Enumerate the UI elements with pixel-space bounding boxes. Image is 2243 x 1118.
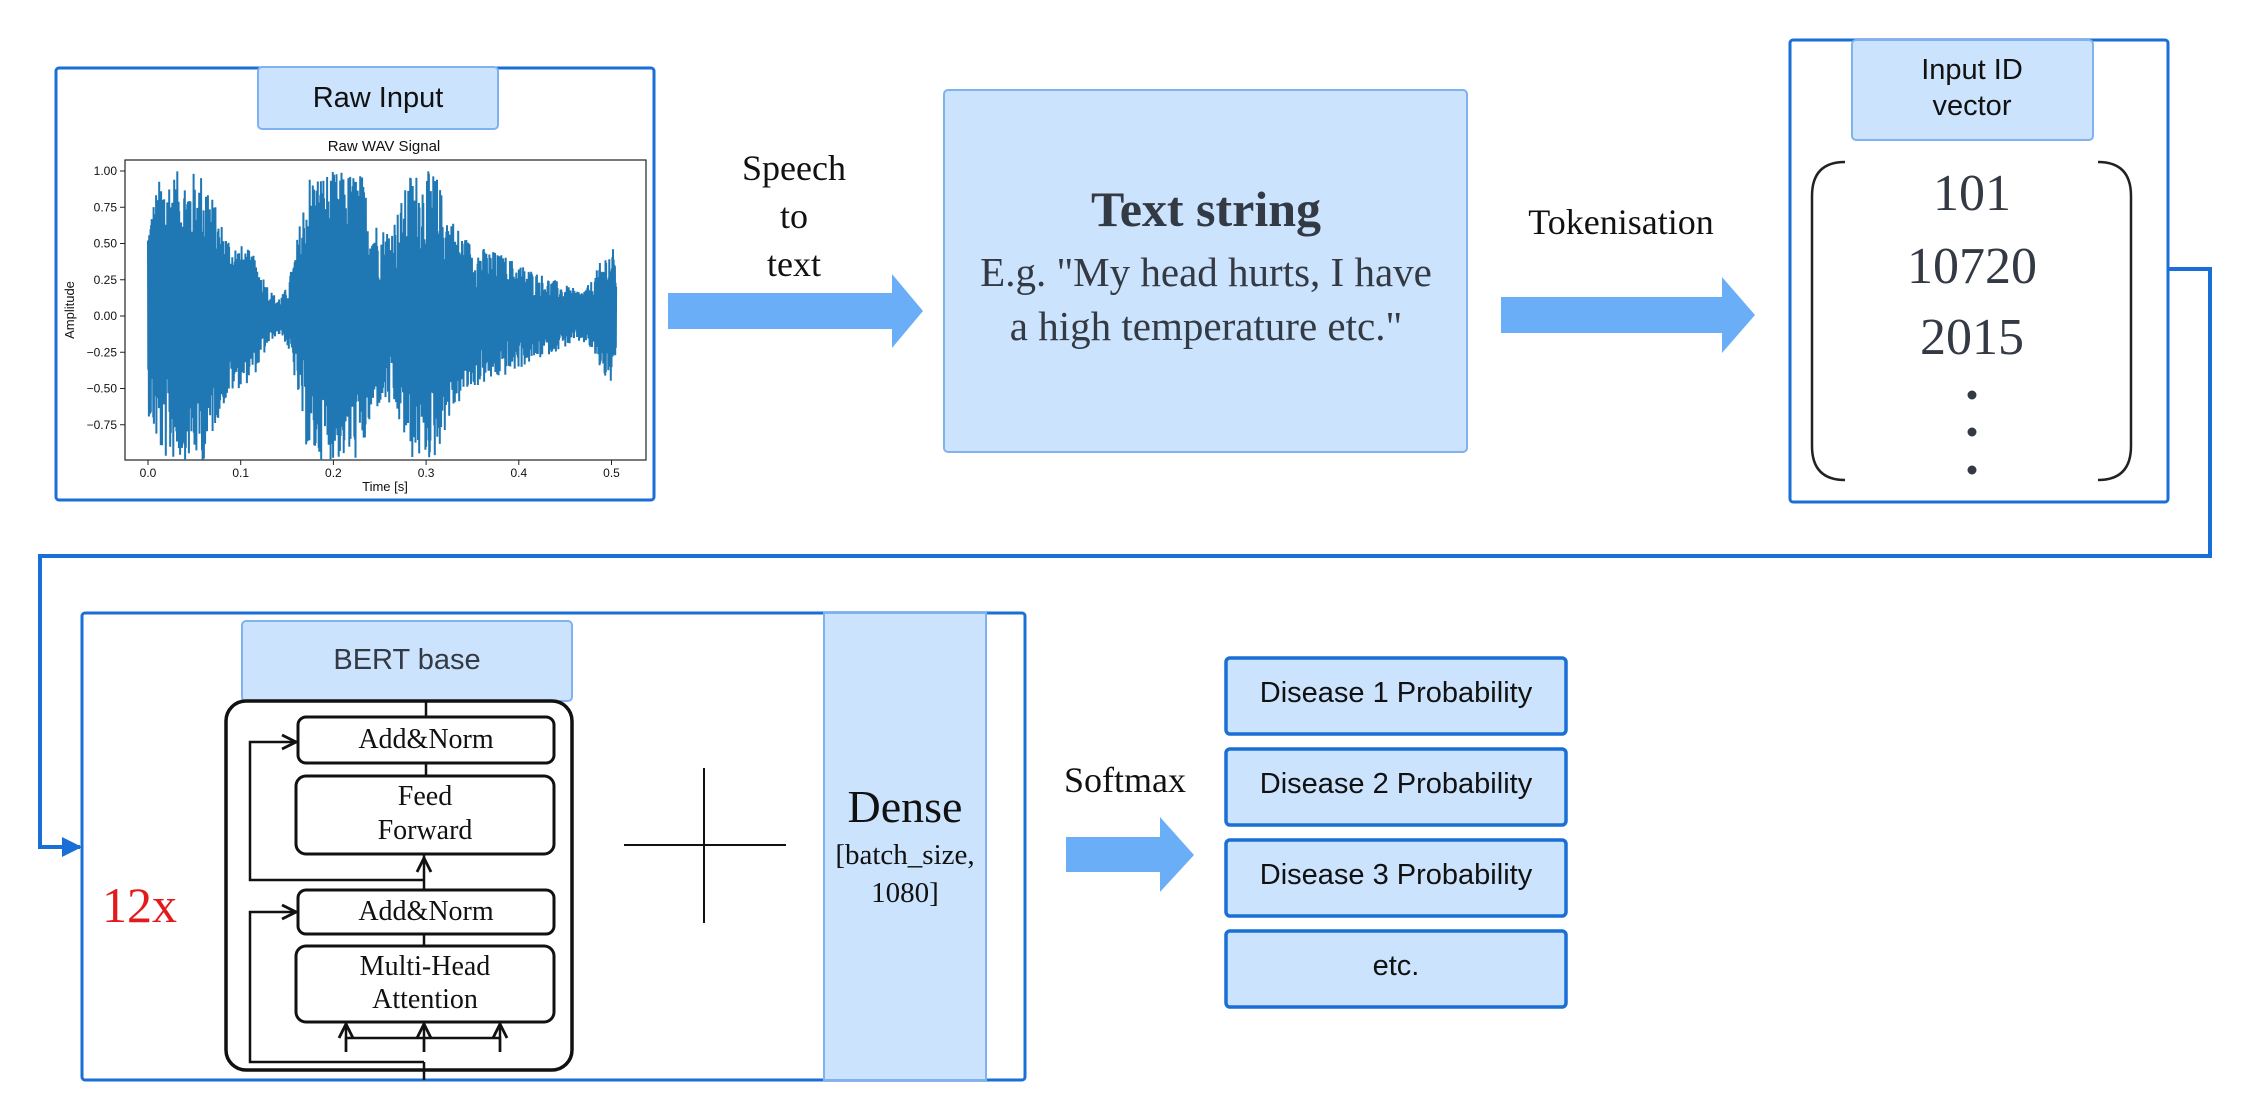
softmax-label: Softmax	[1064, 760, 1186, 800]
speech-label-line1: Speech	[742, 148, 846, 188]
feed-forward-label-line2: Forward	[378, 815, 473, 846]
text-string-example-line1: E.g. "My head hurts, I have	[980, 249, 1432, 295]
dense-shape-line2: 1080]	[871, 877, 939, 909]
output-box	[1224, 929, 1568, 1009]
x-tick-label: 0.3	[418, 466, 435, 480]
residual-connection	[248, 742, 424, 882]
plot-y-axis: 1.00 0.75 0.50 0.25 0.00 −0.25 −0.50 −0.75	[87, 164, 125, 432]
y-tick-label: 0.00	[94, 309, 118, 323]
x-tick-label: 0.5	[603, 466, 620, 480]
input-id-value: 10720	[1907, 238, 2037, 295]
vector-left-bracket	[1810, 160, 1846, 482]
raw-input-panel: Raw Input Raw WAV Signal 1.00 0.75 0.50 0.2…	[54, 66, 656, 502]
text-string-title: Text string	[1091, 181, 1321, 237]
residual-connection	[248, 912, 424, 1064]
x-tick-label: 0.0	[140, 466, 157, 480]
transformer-encoder-block	[224, 699, 574, 1080]
speech-label-line3: text	[767, 244, 821, 284]
text-string-box: Text string E.g. "My head hurts, I have …	[943, 89, 1468, 453]
input-id-label-box	[1851, 39, 2094, 141]
input-id-panel: Input ID vector 101 10720 2015	[1788, 38, 2170, 504]
output-label: etc.	[1373, 950, 1420, 982]
y-tick-label: 0.25	[94, 273, 118, 287]
attention-label-line1: Multi-Head	[360, 951, 491, 982]
raw-input-label: Raw Input	[313, 82, 444, 114]
ellipsis-dot	[1967, 390, 1977, 400]
dense-layer-box	[823, 612, 987, 1081]
multi-head-attention-box	[294, 944, 556, 1024]
dense-title: Dense	[848, 781, 963, 832]
x-tick-label: 0.4	[510, 466, 527, 480]
feed-forward-label-line1: Feed	[398, 781, 452, 812]
input-id-label-line2: vector	[1933, 90, 2012, 122]
attention-label-line2: Attention	[372, 984, 478, 1015]
waveform-signal	[147, 171, 618, 461]
output-label: Disease 3 Probability	[1260, 859, 1533, 891]
speech-label-line2: to	[780, 196, 808, 236]
x-tick-label: 0.1	[232, 466, 249, 480]
x-tick-label: 0.2	[325, 466, 342, 480]
raw-input-label-box	[257, 66, 499, 130]
tokenisation-arrow	[1501, 277, 1755, 353]
input-id-value: 101	[1933, 165, 2011, 222]
input-to-bert-connector	[38, 267, 2212, 857]
y-tick-label: 0.50	[94, 237, 118, 251]
output-list: Disease 1 Probability Disease 2 Probabil…	[1224, 656, 1568, 1009]
bert-label: BERT base	[333, 644, 480, 676]
y-tick-label: −0.25	[87, 345, 118, 359]
plot-x-label: Time [s]	[362, 479, 408, 494]
feed-forward-box	[294, 774, 556, 856]
plot-x-axis: 0.0 0.1 0.2 0.3 0.4 0.5	[140, 460, 620, 480]
add-norm-bottom-label: Add&Norm	[358, 896, 494, 927]
text-string-example-line2: a high temperature etc."	[1010, 303, 1402, 349]
output-label: Disease 2 Probability	[1260, 768, 1533, 800]
waveform-plot: Raw WAV Signal 1.00 0.75 0.50 0.25 0.00 −0.25…	[62, 138, 647, 494]
output-box	[1224, 656, 1568, 736]
bert-panel: BERT base 12x Add&Norm Feed	[80, 611, 1027, 1082]
plot-y-label: Amplitude	[62, 281, 77, 339]
softmax-arrow	[1066, 817, 1194, 892]
vector-right-bracket	[2097, 160, 2133, 482]
add-norm-bottom-box	[296, 888, 556, 936]
y-tick-label: −0.50	[87, 382, 118, 396]
y-tick-label: −0.75	[87, 418, 118, 432]
y-tick-label: 1.00	[94, 164, 118, 178]
ellipsis-dot	[1967, 427, 1977, 437]
plus-icon	[624, 768, 786, 923]
encoder-outer-border	[224, 699, 574, 1072]
tokenisation-label: Tokenisation	[1528, 202, 1713, 242]
plot-title: Raw WAV Signal	[328, 138, 441, 155]
layer-multiplier: 12x	[102, 877, 177, 933]
dense-shape-line1: [batch_size,	[835, 839, 974, 871]
input-id-value: 2015	[1920, 309, 2024, 366]
output-box	[1224, 838, 1568, 918]
y-tick-label: 0.75	[94, 200, 118, 214]
output-box	[1224, 747, 1568, 827]
speech-to-text-arrow	[668, 274, 923, 348]
add-norm-top-label: Add&Norm	[358, 724, 494, 755]
input-id-label-line1: Input ID	[1921, 54, 2023, 86]
output-label: Disease 1 Probability	[1260, 677, 1533, 709]
ellipsis-dot	[1967, 465, 1977, 475]
